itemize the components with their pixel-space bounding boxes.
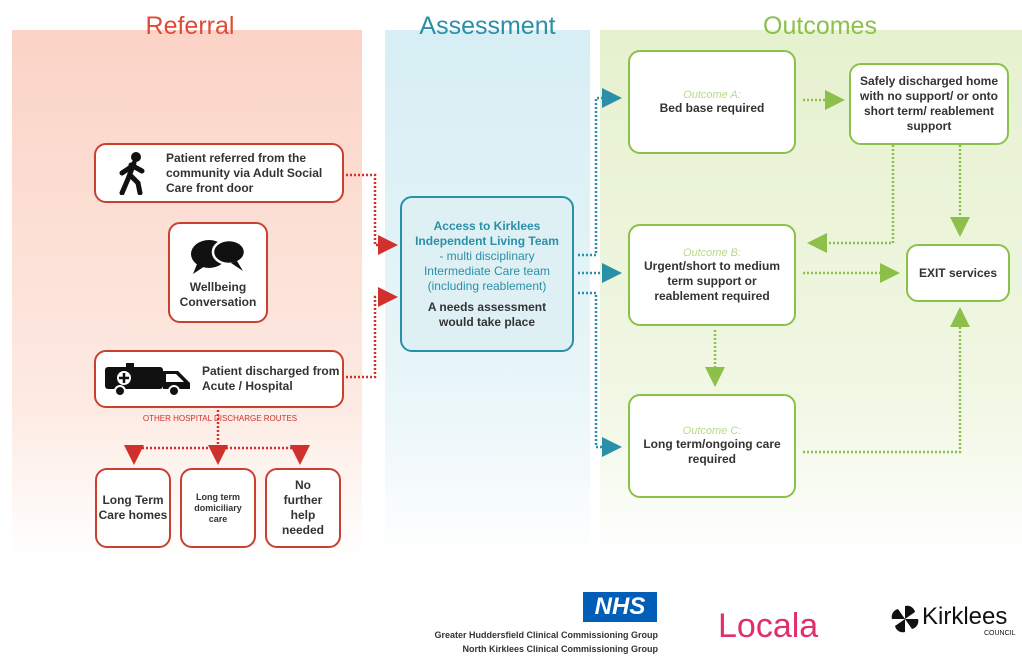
community-referral-box: Patient referred from the community via … [94,143,344,203]
exit-services-text: EXIT services [918,265,998,280]
route-long-term-domiciliary-care: Long term domiciliary care [180,468,256,548]
outcomes-heading: Outcomes [763,12,877,40]
assessment-title: Access to Kirklees Independent Living Te… [415,218,559,248]
locala-logo: Locala [718,607,819,645]
outcome-c-label: Outcome C: [682,425,742,437]
exit-services-box: EXIT services [906,244,1010,302]
ccg-line-1: Greater Huddersfield Clinical Commission… [434,630,658,640]
route-long-term-care-homes: Long Term Care homes [95,468,171,548]
kirklees-flower-icon [891,605,919,633]
kirklees-wordmark: Kirklees [922,603,1008,630]
assessment-heading: Assessment [419,12,556,40]
outcome-a-text: Bed base required [659,100,765,115]
speech-bubbles-icon [191,238,247,274]
outcome-c-box: Outcome C: Long term/ongoing care requir… [628,394,796,498]
outcome-c-text: Long term/ongoing care required [643,437,781,466]
referral-heading: Referral [145,12,235,40]
safely-discharged-text: Safely discharged home with no support/ … [859,74,999,133]
wellbeing-conversation-box: Wellbeing Conversation [168,222,268,323]
assessment-note: A needs assessment would take place [427,299,547,329]
walking-person-icon [119,152,145,195]
outcome-b-label: Outcome B: [682,246,742,259]
kirklees-council-sub: COUNCIL [984,630,1016,637]
nhs-logo: NHS [583,592,657,622]
ambulance-icon [105,363,190,397]
hospital-discharge-text: Patient discharged from Acute / Hospital [202,364,340,393]
assessment-subtitle: - multi disciplinary Intermediate Care t… [423,248,551,293]
outcome-a-box: Outcome A: Bed base required [628,50,796,154]
outcome-b-box: Outcome B: Urgent/short to medium term s… [628,224,796,326]
outcome-a-label: Outcome A: [683,88,741,101]
hospital-discharge-box: Patient discharged from Acute / Hospital [94,350,344,408]
other-routes-label: OTHER HOSPITAL DISCHARGE ROUTES [142,414,298,423]
kirklees-independent-living-box: Access to Kirklees Independent Living Te… [400,196,574,352]
ccg-line-2: North Kirklees Clinical Commissioning Gr… [462,644,658,654]
wellbeing-text: Wellbeing Conversation [179,279,257,309]
community-referral-text: Patient referred from the community via … [166,150,323,195]
ccg-text: Greater Huddersfield Clinical Commission… [330,628,658,656]
kirklees-council-logo: Kirklees COUNCIL [890,604,1022,654]
safely-discharged-box: Safely discharged home with no support/ … [849,63,1009,145]
route-no-further-help: No further help needed [265,468,341,548]
outcome-b-text: Urgent/short to medium term support or r… [643,258,780,303]
